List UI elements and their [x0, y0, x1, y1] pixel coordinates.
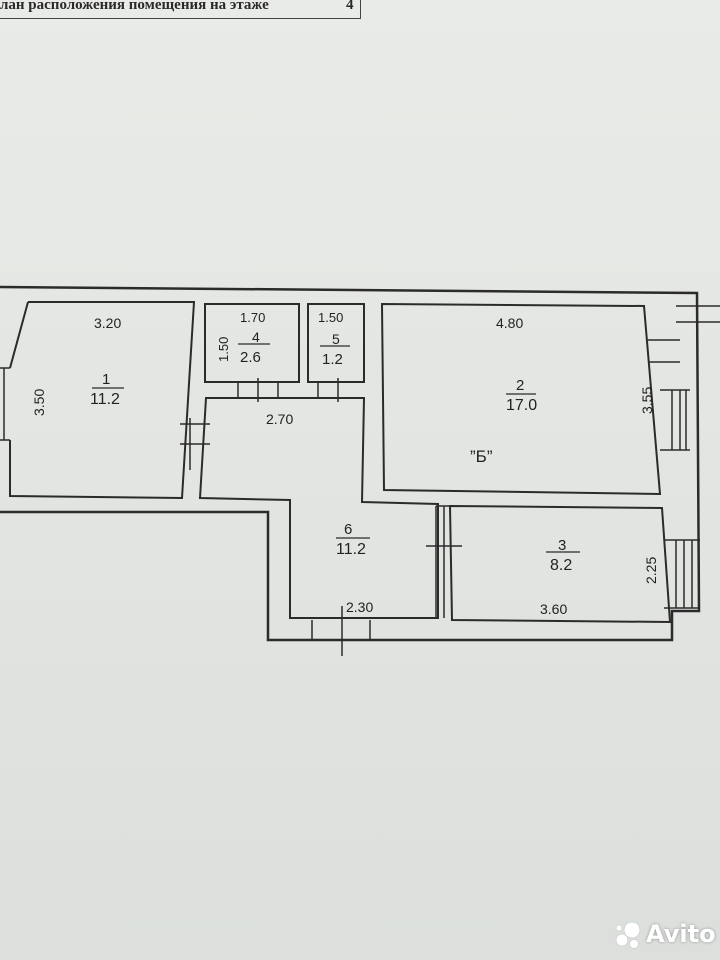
- room-2-mark: ”Б”: [470, 447, 493, 466]
- door-marks: [180, 378, 462, 656]
- plan-header: лан расположения помещения на этаже 4: [0, 0, 361, 19]
- room-2-height: 3.55: [639, 387, 655, 414]
- room-1-width: 3.20: [94, 315, 121, 331]
- room-1-area: 11.2: [90, 391, 120, 408]
- area-bars: [92, 343, 580, 553]
- room-5-outline: [307, 303, 365, 383]
- window-right-top: [648, 305, 720, 451]
- room-6-bottom-width: 2.30: [346, 599, 373, 615]
- window-right-bottom: [664, 539, 700, 609]
- room-6-width: 2.70: [266, 411, 293, 427]
- room-5-number: 5: [332, 331, 340, 347]
- room-6-outline: [198, 397, 439, 619]
- plan-title: лан расположения помещения на этаже: [0, 0, 269, 13]
- room-5-width: 1.50: [318, 310, 343, 325]
- avito-watermark-text: Avito: [646, 920, 716, 948]
- room-3-outline: [448, 504, 672, 624]
- room-1-number: 1: [102, 371, 110, 388]
- room-4-height: 1.50: [216, 337, 231, 362]
- room-6-area: 11.2: [336, 541, 366, 558]
- room-2-area: 17.0: [506, 397, 537, 414]
- room-2-outline: [380, 302, 662, 496]
- room-1-outline: [9, 301, 196, 500]
- room-3-area: 8.2: [550, 557, 572, 574]
- outer-wall: [0, 285, 701, 642]
- room-3-height: 2.25: [643, 557, 659, 584]
- room-4-area: 2.6: [240, 349, 261, 366]
- room-4-width: 1.70: [240, 310, 265, 325]
- window-left: [0, 367, 10, 441]
- room-4-outline: [204, 303, 300, 383]
- room-2-width: 4.80: [496, 315, 523, 331]
- avito-logo-icon: [615, 921, 641, 949]
- floor-number: 4: [346, 0, 354, 13]
- room-4-number: 4: [252, 329, 260, 345]
- room-5-area: 1.2: [322, 351, 343, 368]
- room-1-height: 3.50: [31, 389, 47, 416]
- room-2-number: 2: [516, 377, 524, 394]
- room-3-number: 3: [558, 537, 566, 554]
- avito-watermark: Avito: [614, 918, 716, 950]
- room-3-width: 3.60: [540, 601, 567, 617]
- room-6-number: 6: [344, 521, 352, 538]
